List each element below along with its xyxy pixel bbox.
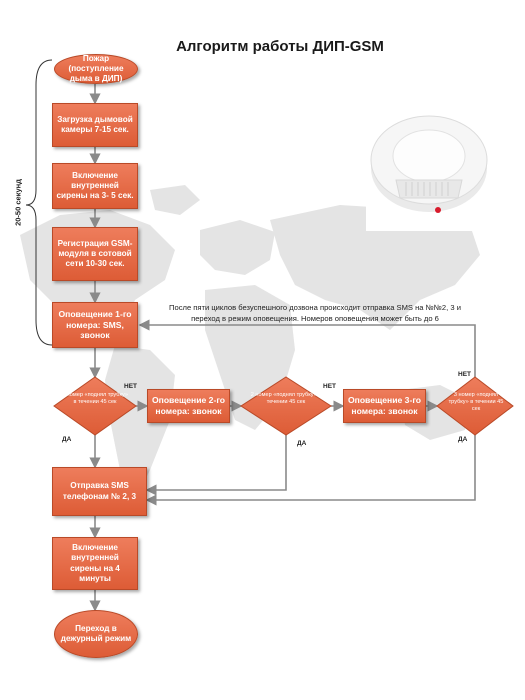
yes-label-2: ДА — [297, 440, 307, 447]
step-duty-mode: Переход в дежурный режим — [54, 610, 138, 658]
timer-label: 20-50 секунд — [13, 179, 23, 226]
step-sms: Отправка SMS телефонам № 2, 3 — [52, 467, 147, 516]
yes-label-1: ДА — [62, 436, 72, 443]
page-title: Алгоритм работы ДИП-GSM — [176, 38, 384, 55]
step-notify-1: Оповещение 1-го номера: SMS, звонок — [52, 302, 138, 348]
no-label-1: НЕТ — [124, 383, 137, 390]
step-gsm-registration: Регистрация GSM-модуля в сотовой сети 10… — [52, 227, 138, 281]
decision-1-label: 1 номер «поднял трубку» в течении 45 сек — [62, 392, 128, 405]
step-notify-3: Оповещение 3-го номера: звонок — [343, 389, 426, 423]
step-siren: Включение внутренней сирены на 3- 5 сек. — [52, 163, 138, 209]
no-label-3: НЕТ — [458, 371, 471, 378]
step-load-chamber: Загрузка дымовой камеры 7-15 сек. — [52, 103, 138, 147]
no-label-2: НЕТ — [323, 383, 336, 390]
step-notify-2: Оповещение 2-го номера: звонок — [147, 389, 230, 423]
decision-diamond-2 — [240, 376, 332, 436]
retry-note: После пяти циклов безуспешного дозвона п… — [169, 303, 461, 323]
decision-diamond-1 — [53, 376, 137, 436]
step-fire: Пожар (поступление дыма в ДИП) — [54, 54, 138, 84]
step-siren-4min: Включение внутренней сирены на 4 минуты — [52, 537, 138, 590]
smoke-detector-image — [366, 96, 492, 231]
decision-3-label: 3 номер «поднял трубку» в течении 45 сек — [448, 392, 504, 412]
yes-label-3: ДА — [458, 436, 468, 443]
decision-diamond-3 — [436, 376, 514, 436]
decision-2-label: 2 номер «поднял трубку» в течении 45 сек — [250, 392, 322, 405]
